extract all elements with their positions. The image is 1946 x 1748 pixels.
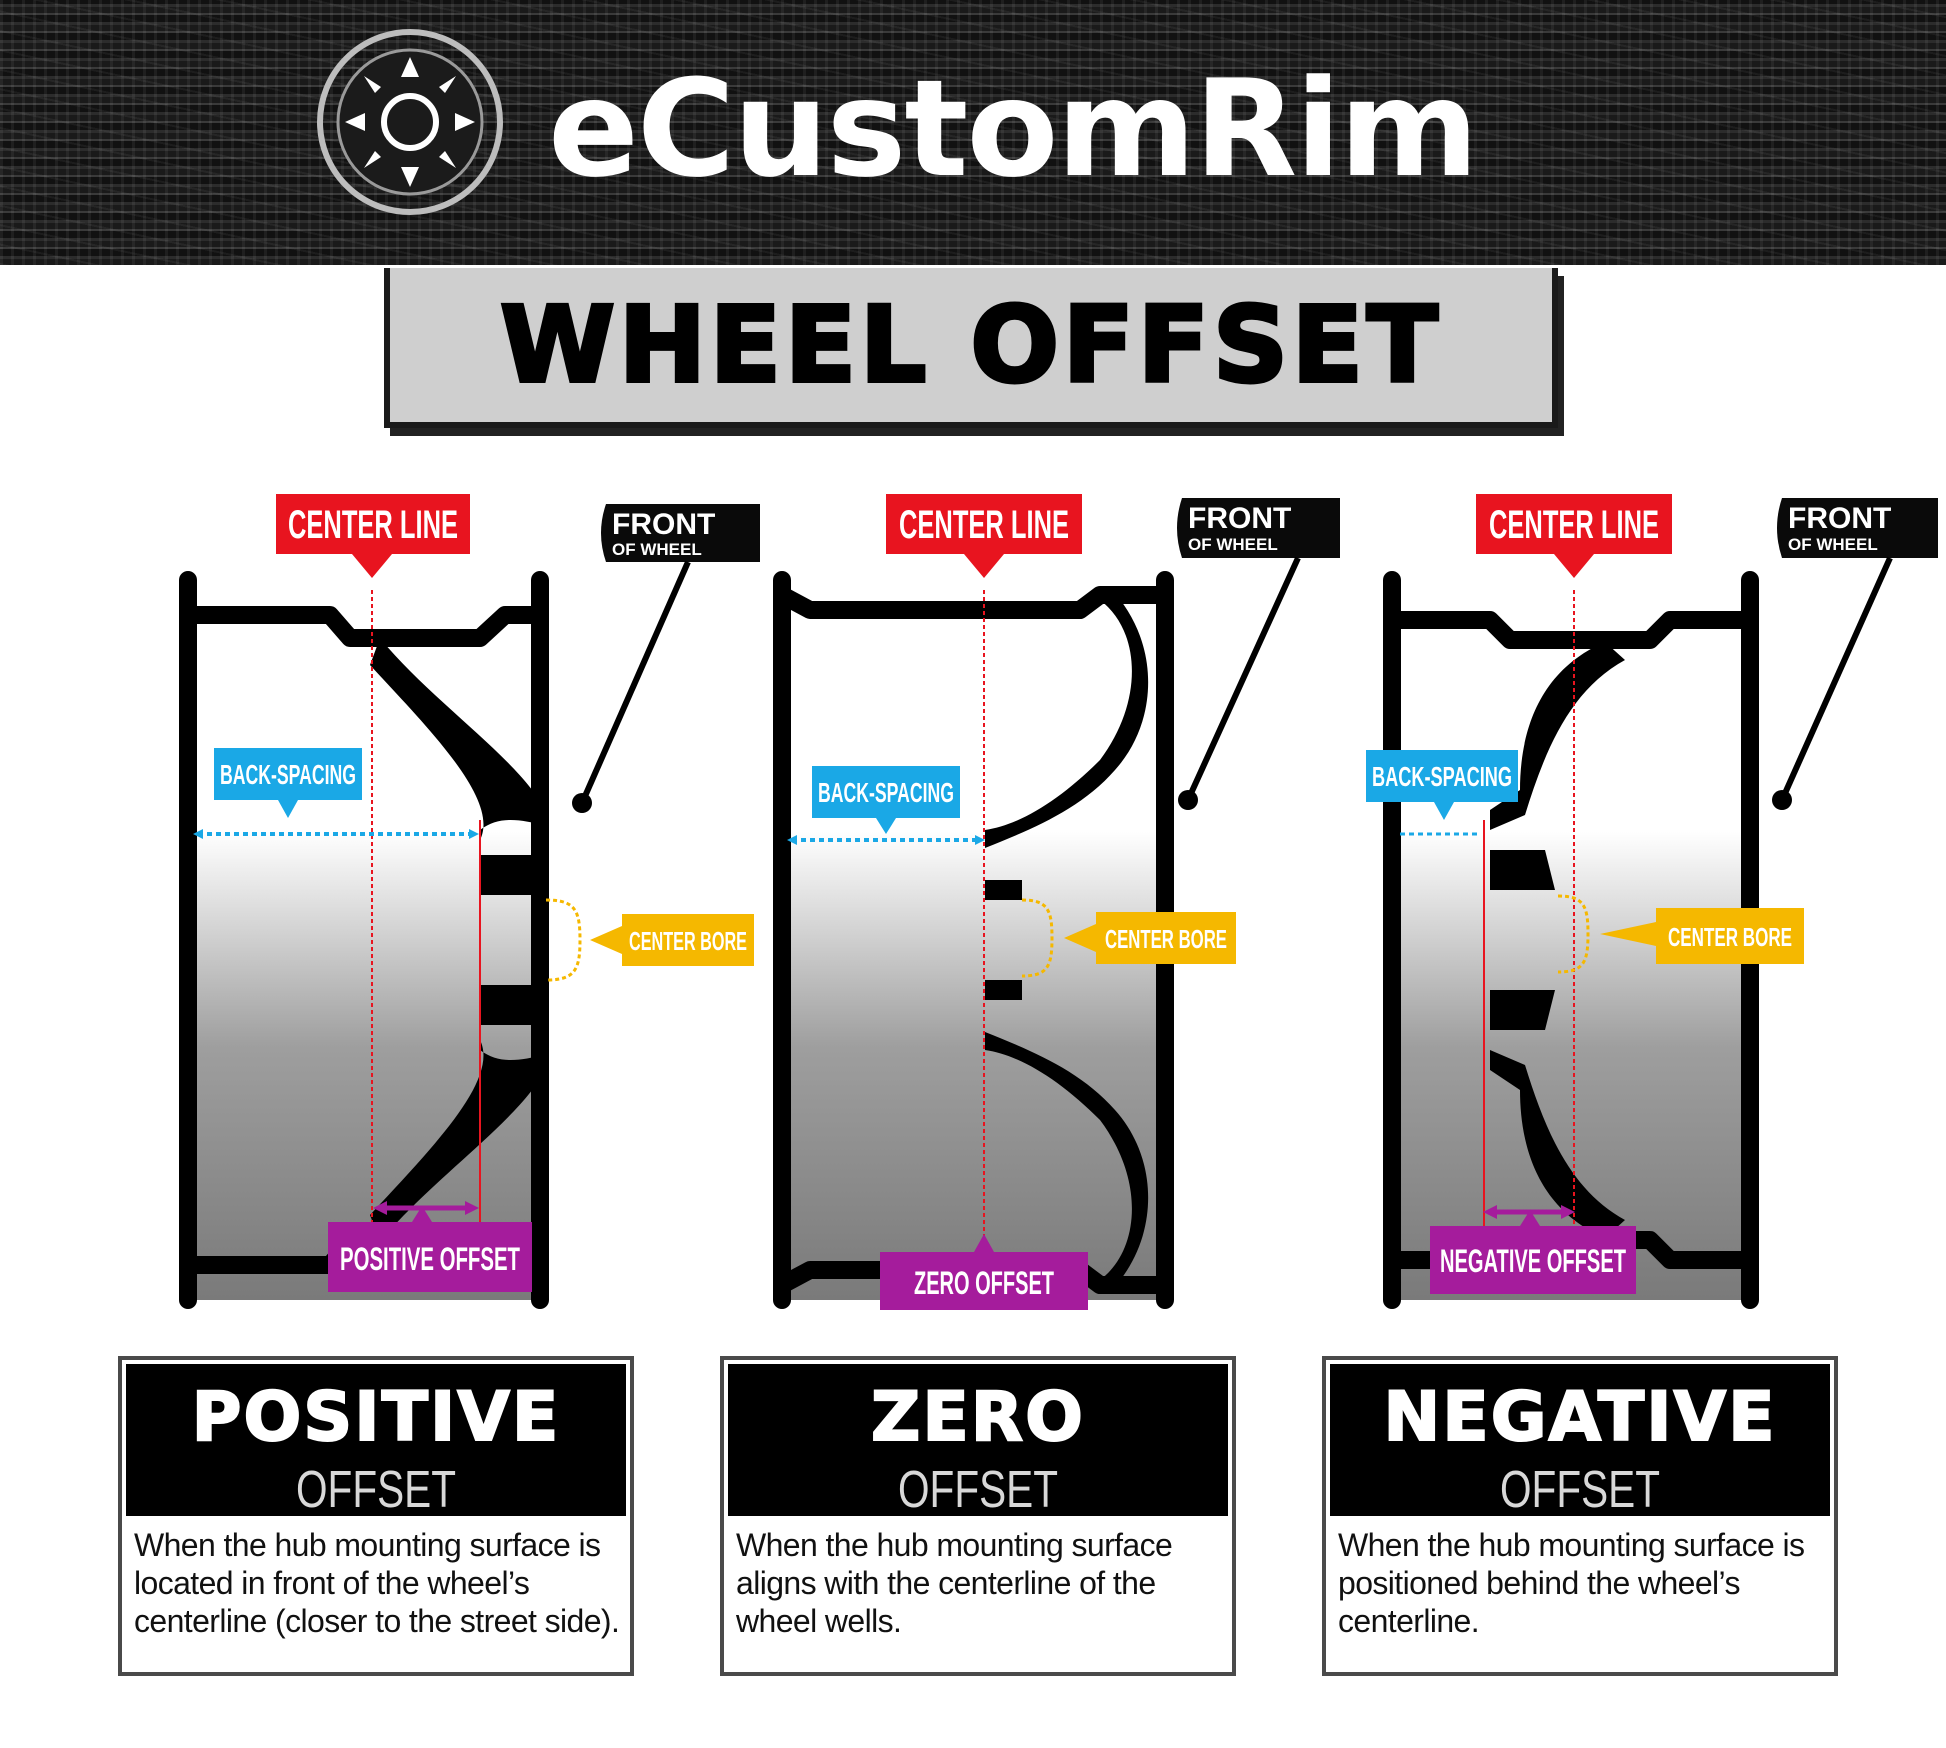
wheel-zero: CENTER LINE FRONT OF WHEEL BACK-SPACING … — [773, 494, 1340, 1310]
wheel-positive: CENTER LINE FRONT OF WHEEL BACK-SPACING … — [179, 494, 760, 1309]
wheel-positive-center-line-label: CENTER LINE — [288, 503, 458, 547]
wheel-zero-center-bore-bracket — [1021, 898, 1054, 978]
wheel-negative-center-line-label: CENTER LINE — [1489, 503, 1659, 547]
brand-logo-text: eCustomRim — [548, 51, 1479, 207]
card-zero-header: ZERO OFFSET — [728, 1364, 1228, 1516]
wheel-positive-front-tag: FRONT OF WHEEL — [572, 504, 760, 813]
wheel-positive-front-title: FRONT — [612, 508, 715, 541]
wheel-zero-front-title: FRONT — [1188, 502, 1291, 535]
wheel-negative-offset-tag: NEGATIVE OFFSET — [1430, 1210, 1636, 1294]
card-positive-title: POSITIVE — [191, 1377, 561, 1458]
wheel-negative-back-spacing-tag: BACK-SPACING — [1366, 750, 1518, 820]
wheel-positive-offset-tag: POSITIVE OFFSET — [328, 1206, 532, 1292]
card-negative-header: NEGATIVE OFFSET — [1330, 1364, 1830, 1516]
card-positive-subtitle: OFFSET — [296, 1461, 456, 1519]
wheel-positive-front-sub: OF WHEEL — [612, 540, 702, 559]
wheel-zero-front-sub: OF WHEEL — [1188, 535, 1278, 554]
card-zero: ZERO OFFSET When the hub mounting surfac… — [720, 1356, 1236, 1676]
offset-diagram: CENTER LINE FRONT OF WHEEL BACK-SPACING … — [179, 494, 1938, 1310]
wheel-zero-front-tag: FRONT OF WHEEL — [1177, 498, 1340, 810]
wheel-positive-center-line-tag: CENTER LINE — [276, 494, 470, 578]
wheel-zero-center-bore-label: CENTER BORE — [1105, 924, 1227, 954]
page-title: WHEEL OFFSET — [498, 282, 1442, 408]
wheel-negative: CENTER LINE FRONT OF WHEEL BACK-SPACING … — [1366, 494, 1938, 1309]
wheel-zero-offset-label: ZERO OFFSET — [914, 1265, 1054, 1301]
wheel-zero-back-spacing-label: BACK-SPACING — [818, 777, 954, 808]
header-banner: eCustomRim — [0, 0, 1946, 265]
card-zero-description: When the hub mounting surface aligns wit… — [736, 1527, 1173, 1639]
wheel-negative-front-tag: FRONT OF WHEEL — [1772, 498, 1938, 810]
wheel-negative-spokes — [1490, 642, 1625, 1238]
card-positive-header: POSITIVE OFFSET — [126, 1364, 626, 1516]
card-positive: POSITIVE OFFSET When the hub mounting su… — [118, 1356, 634, 1676]
wheel-negative-back-spacing-label: BACK-SPACING — [1372, 761, 1512, 792]
wheel-positive-rim-outline — [179, 571, 549, 1309]
wheel-negative-center-bore-bracket — [1557, 894, 1590, 974]
wheel-zero-center-line-label: CENTER LINE — [899, 503, 1069, 547]
wheel-zero-back-spacing-tag: BACK-SPACING — [812, 766, 960, 834]
wheel-zero-center-line-tag: CENTER LINE — [886, 494, 1082, 578]
card-negative-description: When the hub mounting surface is positio… — [1338, 1527, 1805, 1639]
wheel-negative-front-title: FRONT — [1788, 502, 1891, 535]
wheel-negative-center-bore-label: CENTER BORE — [1668, 922, 1792, 952]
card-positive-description: When the hub mounting surface is located… — [134, 1527, 620, 1639]
title-box: WHEEL OFFSET — [384, 268, 1558, 428]
wheel-positive-center-bore-label: CENTER BORE — [629, 926, 747, 956]
card-zero-subtitle: OFFSET — [898, 1461, 1058, 1519]
wheel-positive-barrel — [188, 580, 540, 1300]
wheel-positive-spokes — [370, 638, 545, 1242]
wheel-negative-center-bore-tag: CENTER BORE — [1600, 908, 1804, 964]
card-negative: NEGATIVE OFFSET When the hub mounting su… — [1322, 1356, 1838, 1676]
card-negative-subtitle: OFFSET — [1500, 1461, 1660, 1519]
card-zero-title: ZERO — [870, 1377, 1085, 1458]
wheel-negative-front-sub: OF WHEEL — [1788, 535, 1878, 554]
wheel-negative-center-line-tag: CENTER LINE — [1476, 494, 1672, 578]
wheel-positive-center-bore-tag: CENTER BORE — [590, 914, 754, 966]
wheel-zero-center-bore-tag: CENTER BORE — [1064, 912, 1236, 964]
card-negative-title: NEGATIVE — [1382, 1377, 1777, 1458]
wheel-positive-center-bore-bracket — [545, 898, 582, 982]
wheel-positive-back-spacing-tag: BACK-SPACING — [214, 748, 362, 818]
logo-wheel-icon — [317, 29, 503, 215]
wheel-zero-spokes — [985, 588, 1149, 1292]
wheel-negative-offset-label: NEGATIVE OFFSET — [1440, 1243, 1626, 1279]
wheel-positive-back-spacing-label: BACK-SPACING — [220, 759, 356, 790]
wheel-positive-offset-label: POSITIVE OFFSET — [340, 1241, 520, 1277]
wheel-zero-offset-tag: ZERO OFFSET — [880, 1234, 1088, 1310]
wheel-zero-barrel — [782, 580, 1165, 1300]
